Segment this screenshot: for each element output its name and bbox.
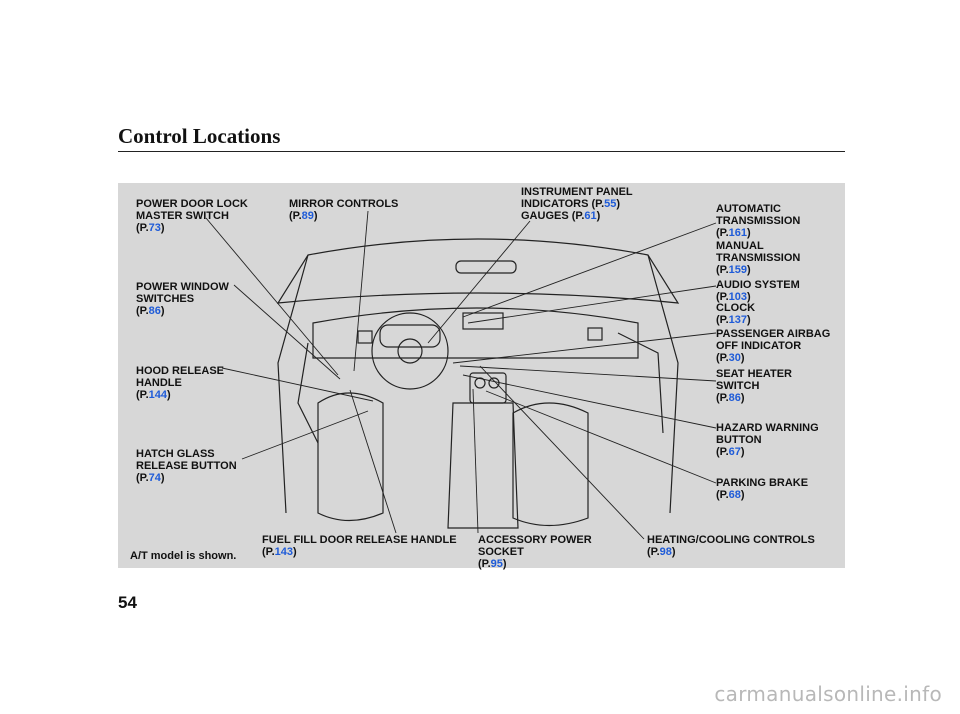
callout-power-door-lock[interactable]: POWER DOOR LOCK MASTER SWITCH (P.73) [136,198,248,234]
illustration-panel [118,183,845,568]
left-a-pillar [277,254,309,514]
callout-hazard-warning[interactable]: HAZARD WARNING BUTTON (P.67) [716,422,819,458]
page-link[interactable]: 103 [728,291,747,303]
page-link[interactable]: 98 [659,546,672,558]
driver-seat [317,392,384,522]
right-door [617,332,664,434]
page-link[interactable]: 144 [148,389,167,401]
title-rule [118,151,845,152]
audio-unit [462,312,504,330]
windshield-outline [276,238,680,304]
callout-passenger-airbag[interactable]: PASSENGER AIRBAG OFF INDICATOR (P.30) [716,328,831,364]
dashboard-illustration [205,210,717,540]
rearview-mirror [455,260,517,274]
page-link[interactable]: 68 [728,489,741,501]
dashboard-top [312,307,639,359]
callout-instrument-panel[interactable]: INSTRUMENT PANEL INDICATORS (P.55) GAUGE… [521,186,633,222]
page-link[interactable]: 74 [148,472,161,484]
center-console [447,402,519,529]
callout-fuel-fill[interactable]: FUEL FILL DOOR RELEASE HANDLE (P.143) [262,534,457,558]
page-link[interactable]: 61 [584,210,597,222]
right-a-pillar [647,254,679,514]
page-link[interactable]: 67 [728,446,741,458]
page-link[interactable]: 143 [274,546,293,558]
callout-hatch-glass[interactable]: HATCH GLASS RELEASE BUTTON (P.74) [136,448,237,484]
callout-clock[interactable]: CLOCK (P.137) [716,302,756,326]
page-link[interactable]: 55 [604,198,617,210]
callout-parking-brake[interactable]: PARKING BRAKE (P.68) [716,477,809,501]
left-door [297,342,319,444]
watermark: carmanualsonline.info [714,682,942,706]
left-vent [357,330,373,344]
page-link[interactable]: 137 [728,314,747,326]
page-link[interactable]: 73 [148,222,161,234]
callout-audio-system[interactable]: AUDIO SYSTEM (P.103) [716,279,800,303]
page-title: Control Locations [118,124,281,148]
callout-power-window[interactable]: POWER WINDOW SWITCHES (P.86) [136,281,229,317]
steering-wheel [371,312,449,390]
page-link[interactable]: 161 [728,227,747,239]
page-number: 54 [118,593,137,612]
callout-heating-cooling[interactable]: HEATING/COOLING CONTROLS (P.98) [647,534,815,558]
right-vent [587,327,603,341]
callout-seat-heater[interactable]: SEAT HEATER SWITCH (P.86) [716,368,792,404]
page-link[interactable]: 30 [728,352,741,364]
callout-hood-release[interactable]: HOOD RELEASE HANDLE (P.144) [136,365,225,401]
model-footnote: A/T model is shown. [130,550,237,562]
callout-mirror-controls[interactable]: MIRROR CONTROLS (P.89) [289,198,399,222]
page-link[interactable]: 159 [728,264,747,276]
page-link[interactable]: 86 [148,305,161,317]
page-link[interactable]: 86 [728,392,741,404]
callout-automatic-transmission[interactable]: AUTOMATIC TRANSMISSION (P.161) [716,203,801,239]
callout-manual-transmission[interactable]: MANUAL TRANSMISSION (P.159) [716,240,801,276]
page-link[interactable]: 89 [301,210,314,222]
callout-accessory-socket[interactable]: ACCESSORY POWER SOCKET (P.95) [478,534,592,570]
instrument-cluster [379,324,441,348]
page-link[interactable]: 95 [490,558,503,570]
passenger-seat [512,402,589,527]
